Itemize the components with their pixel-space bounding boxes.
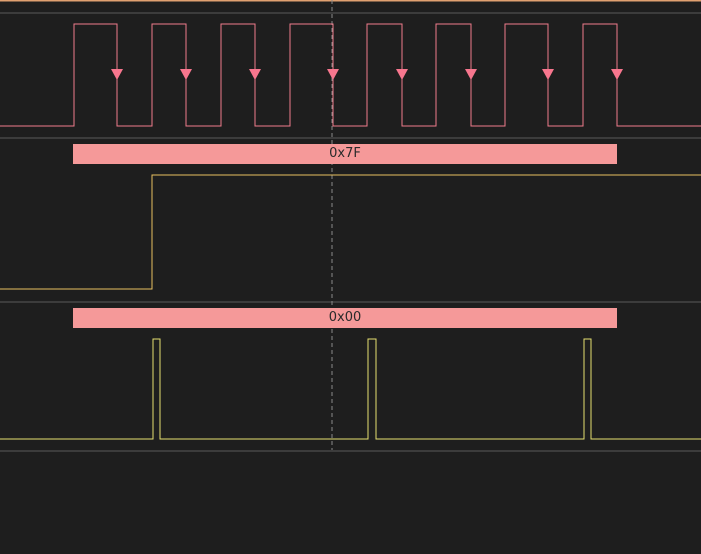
down-triangle-icon xyxy=(111,69,123,80)
clock-trace[interactable] xyxy=(0,23,701,127)
down-triangle-icon xyxy=(327,69,339,80)
enable-trace[interactable] xyxy=(0,338,701,440)
down-triangle-icon xyxy=(249,69,261,80)
down-triangle-icon xyxy=(542,69,554,80)
data-trace[interactable] xyxy=(0,174,701,290)
down-triangle-icon xyxy=(180,69,192,80)
down-triangle-icon xyxy=(611,69,623,80)
decode-value-box[interactable]: 0x7F xyxy=(73,144,617,164)
down-triangle-icon xyxy=(465,69,477,80)
decode-value-box[interactable]: 0x00 xyxy=(73,308,617,328)
clock-markers xyxy=(111,69,623,80)
down-triangle-icon xyxy=(396,69,408,80)
